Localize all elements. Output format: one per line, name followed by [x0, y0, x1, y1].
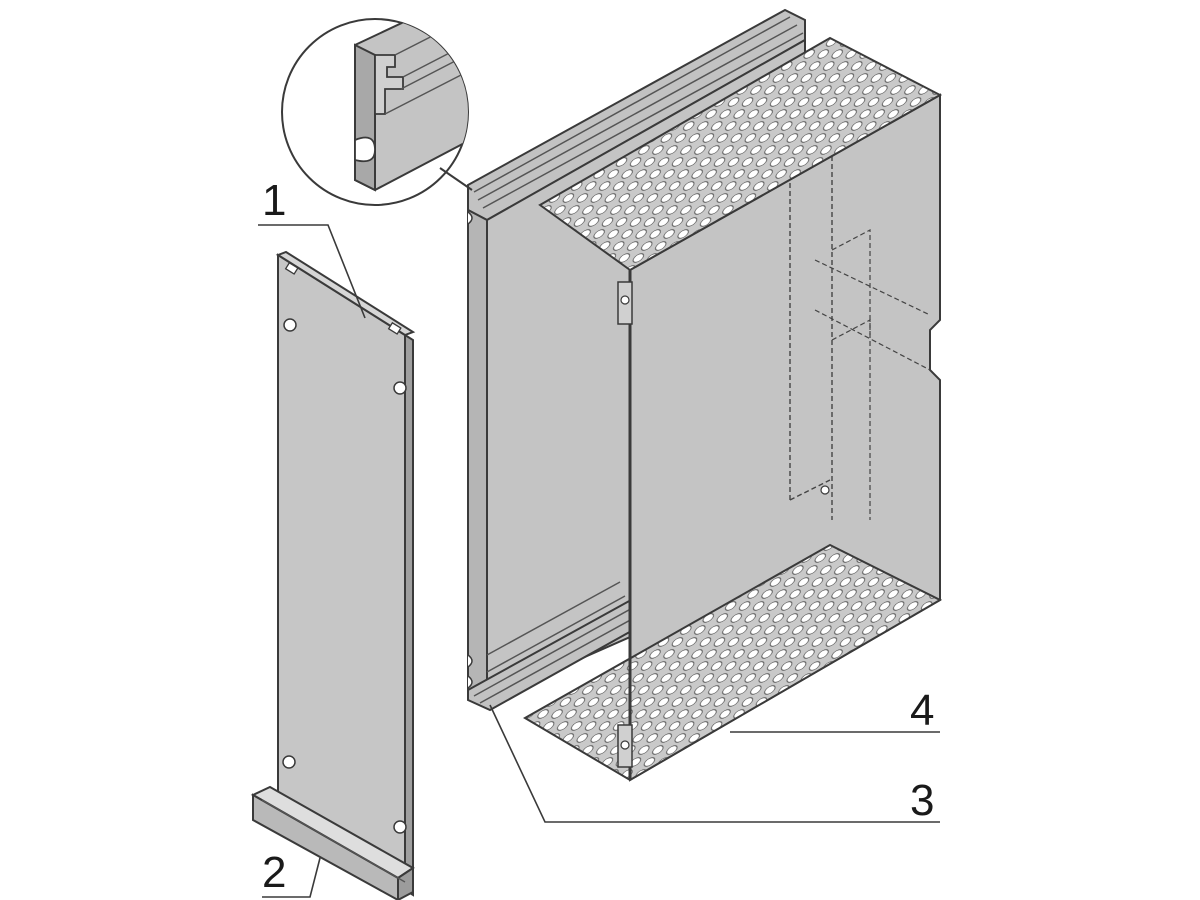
callout-2: 2: [262, 848, 286, 897]
callout-3: 3: [910, 776, 934, 825]
leader-lines: [258, 224, 940, 898]
screw-hole: [283, 318, 297, 332]
side-wall: [467, 208, 488, 702]
callout-4: 4: [910, 686, 934, 735]
front-panel: [275, 250, 416, 897]
magnified-detail: [281, 18, 473, 206]
screw-hole: [393, 820, 407, 834]
front-panel-face: [277, 253, 406, 892]
leader-3: [489, 704, 940, 823]
top-perforated-face: [538, 36, 943, 272]
perforated-cover: [523, 36, 943, 782]
callout-1: 1: [262, 176, 286, 225]
screw-hole: [393, 381, 407, 395]
leader-2: [262, 857, 321, 898]
handle: [250, 785, 415, 900]
screw-hole: [282, 755, 296, 769]
leader-1: [258, 224, 366, 319]
front-panel-side: [404, 333, 414, 897]
